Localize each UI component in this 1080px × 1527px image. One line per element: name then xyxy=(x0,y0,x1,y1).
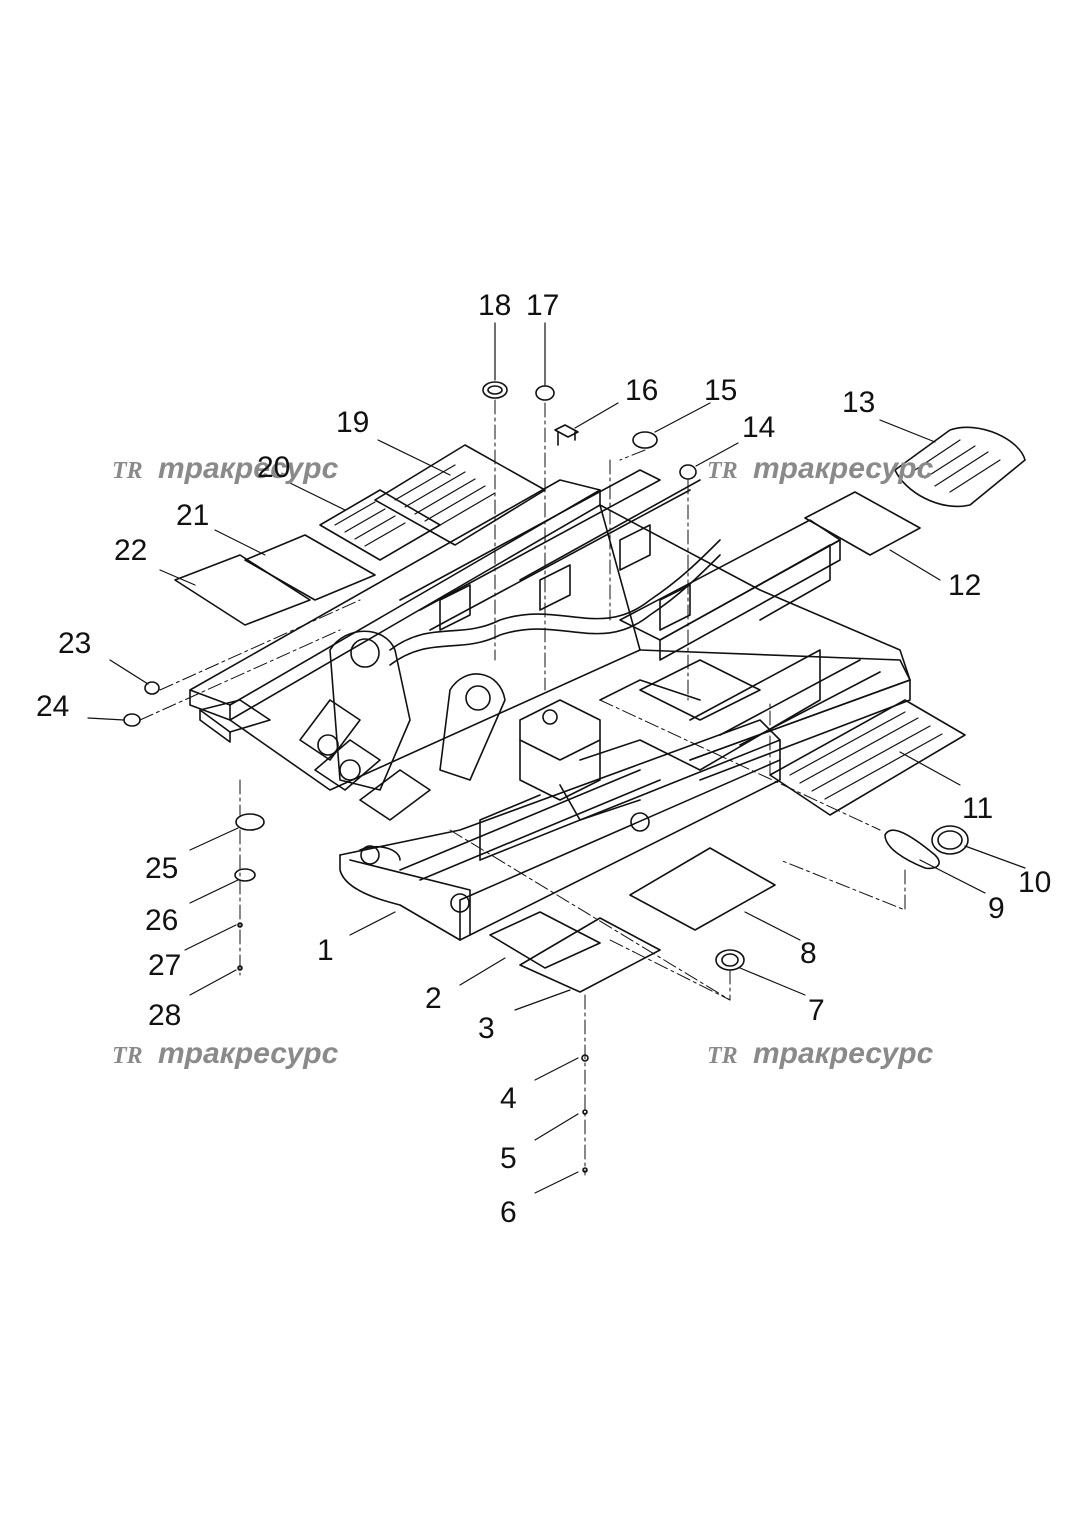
callout-15: 15 xyxy=(704,374,737,407)
cover-21 xyxy=(244,534,376,601)
main-frame xyxy=(189,469,911,941)
callout-19: 19 xyxy=(336,406,369,439)
watermark-brand: тракресурс xyxy=(158,452,339,485)
cover-3 xyxy=(519,917,661,993)
seal-7 xyxy=(715,949,745,971)
callout-10: 10 xyxy=(1018,866,1051,899)
watermark-logo: TR xyxy=(112,1043,143,1069)
watermark-top-left: TR тракресурс xyxy=(112,452,339,485)
callout-24: 24 xyxy=(36,690,69,723)
cover-26 xyxy=(234,868,256,882)
callout-7: 7 xyxy=(808,994,825,1027)
callout-2: 2 xyxy=(425,982,442,1015)
watermark-bottom-left: TR тракресурс xyxy=(112,1037,339,1070)
cover-25 xyxy=(235,813,265,831)
watermark-logo: TR xyxy=(112,458,143,484)
cover-12 xyxy=(804,491,921,556)
callout-9: 9 xyxy=(988,892,1005,925)
watermark-logo: TR xyxy=(707,458,738,484)
callout-16: 16 xyxy=(625,374,658,407)
callout-20: 20 xyxy=(257,451,290,484)
callout-26: 26 xyxy=(145,904,178,937)
watermark-bottom-right: TR тракресурс xyxy=(707,1037,934,1070)
callout-1: 1 xyxy=(317,934,334,967)
cover-11 xyxy=(769,699,966,816)
plug-23 xyxy=(144,681,160,695)
callout-18: 18 xyxy=(478,289,511,322)
watermark-logo: TR xyxy=(707,1043,738,1069)
callout-labels: 1 2 3 4 5 6 7 8 9 10 11 12 13 14 15 16 1… xyxy=(36,289,1051,1229)
seal-10 xyxy=(931,825,969,855)
callout-11: 11 xyxy=(962,792,993,825)
callout-13: 13 xyxy=(842,386,875,419)
grommet-15 xyxy=(632,431,658,449)
cover-13 xyxy=(894,426,1026,508)
callout-21: 21 xyxy=(176,499,209,532)
watermark-brand: тракресурс xyxy=(753,1037,934,1070)
watermark-brand: тракресурс xyxy=(753,452,934,485)
callout-14: 14 xyxy=(742,411,775,444)
callout-6: 6 xyxy=(500,1196,517,1229)
grommet-14 xyxy=(679,464,697,480)
callout-25: 25 xyxy=(145,852,178,885)
grommet-17 xyxy=(535,385,555,401)
callout-4: 4 xyxy=(500,1082,517,1115)
cover-22 xyxy=(174,554,311,626)
seal-9 xyxy=(884,829,940,870)
callout-3: 3 xyxy=(478,1012,495,1045)
callout-17: 17 xyxy=(526,289,559,322)
callout-27: 27 xyxy=(148,949,181,982)
bracket-16 xyxy=(554,424,579,446)
callout-23: 23 xyxy=(58,627,91,660)
callout-5: 5 xyxy=(500,1142,517,1175)
cover-8 xyxy=(629,847,776,931)
cover-19 xyxy=(374,444,546,546)
grommet-18 xyxy=(482,381,508,399)
callout-28: 28 xyxy=(148,999,181,1032)
callout-12: 12 xyxy=(948,569,981,602)
plug-24 xyxy=(123,713,141,727)
watermark-top-right: TR тракресурс xyxy=(707,452,934,485)
cover-2 xyxy=(489,911,601,969)
watermark-brand: тракресурс xyxy=(158,1037,339,1070)
callout-22: 22 xyxy=(114,534,147,567)
callout-8: 8 xyxy=(800,937,817,970)
